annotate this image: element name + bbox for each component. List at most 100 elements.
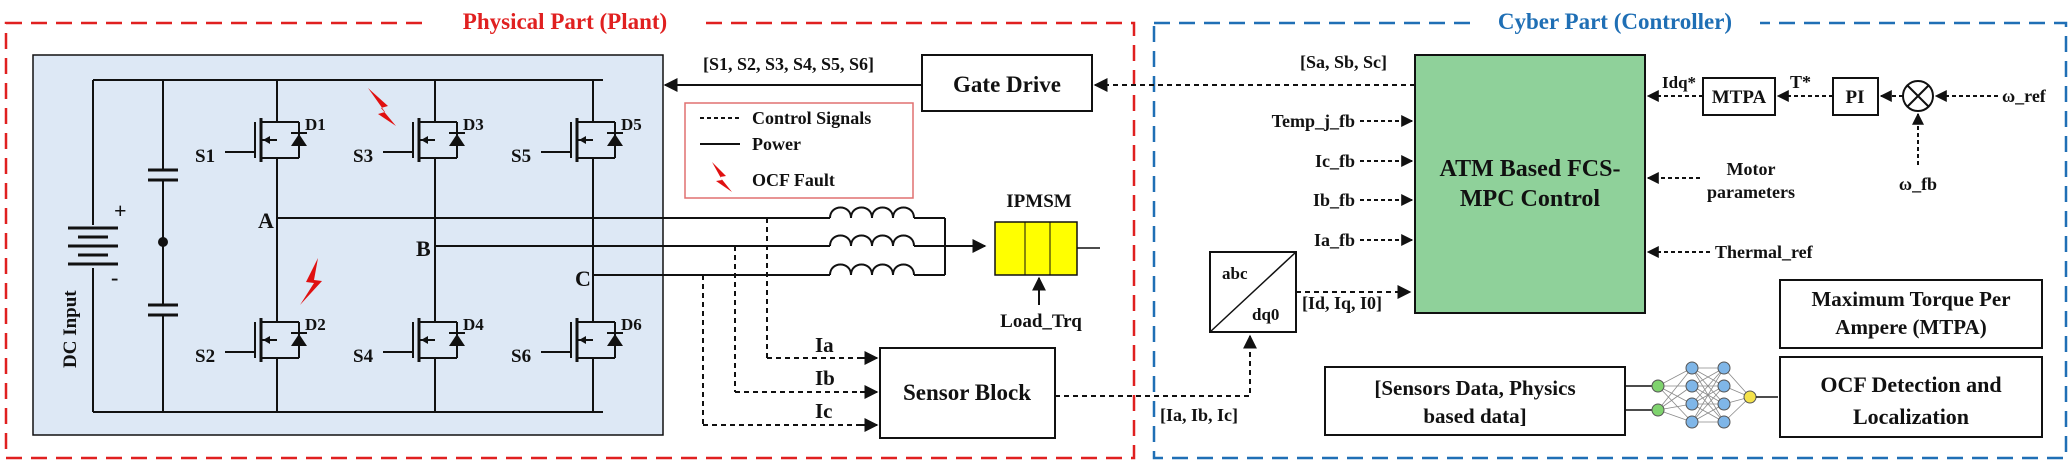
nn-node <box>1685 397 1699 411</box>
phase-a-label: A <box>258 208 274 233</box>
switch-label: S1 <box>195 146 215 167</box>
nn-edge <box>1691 367 1725 423</box>
ocf-box-line2: Localization <box>1853 404 1969 429</box>
nn-node <box>1685 415 1699 429</box>
cyber-title-bg <box>1470 6 1760 36</box>
ic-fb-label: Ic_fb <box>1315 151 1355 171</box>
physical-title-bg <box>430 6 700 36</box>
nn-node <box>1685 379 1699 393</box>
fault-lightning-icon-s2 <box>300 258 322 305</box>
switch-label: S6 <box>511 346 531 367</box>
nn-node <box>1743 390 1757 404</box>
capacitor-icons <box>148 168 178 317</box>
diode-label: D2 <box>305 315 326 334</box>
mtpa-info-box <box>1779 279 2043 349</box>
diode-icon <box>449 134 465 146</box>
nn-node <box>1685 361 1699 375</box>
motor-block <box>994 221 1078 276</box>
controller-block <box>1414 54 1646 314</box>
ia-fb-label: Ia_fb <box>1314 230 1355 250</box>
controller-title-line1: ATM Based FCS- <box>1440 156 1621 182</box>
ic-label: Ic <box>815 399 833 423</box>
switch-label: S3 <box>353 146 373 167</box>
switch-label: S4 <box>353 346 374 367</box>
legend-control-label: Control Signals <box>752 108 871 128</box>
diode-label: D4 <box>463 315 484 334</box>
diode-icon <box>607 334 623 346</box>
temp-fb-label: Temp_j_fb <box>1272 111 1355 131</box>
diode-label: D5 <box>621 115 642 134</box>
data-box <box>1324 366 1626 436</box>
legend-fault-label: OCF Fault <box>752 170 835 190</box>
idq-label: Idq* <box>1662 73 1696 92</box>
sensor-block-label: Sensor Block <box>903 380 1031 405</box>
nn-node <box>1651 379 1665 393</box>
torque-label: T* <box>1790 72 1811 92</box>
sum-cross-b <box>1906 84 1930 108</box>
diode-icon <box>291 134 307 146</box>
dc-input-label: DC Input <box>60 290 81 368</box>
data-box-line1: [Sensors Data, Physics <box>1374 376 1575 400</box>
nn-node <box>1717 379 1731 393</box>
inductor-coil-2 <box>829 234 915 248</box>
w-ref-label: ω_ref <box>2002 86 2047 106</box>
sensor-block <box>879 347 1056 439</box>
physical-title: Physical Part (Plant) <box>463 9 667 34</box>
sensor-out-label: [Ia, Ib, Ic] <box>1160 405 1238 425</box>
thermal-ref-label: Thermal_ref <box>1715 242 1814 262</box>
gate-signals-label: [S1, S2, S3, S4, S5, S6] <box>703 54 874 74</box>
dc-battery-icon <box>68 226 118 266</box>
inductor-coil-3 <box>829 263 915 277</box>
diode-label: D6 <box>621 315 642 334</box>
ia-label: Ia <box>815 333 834 357</box>
abc-dq0-diagonal <box>1209 251 1297 333</box>
ocf-box <box>1779 356 2043 438</box>
gate-drive-label: Gate Drive <box>953 72 1061 97</box>
mtpa-label: MTPA <box>1712 87 1767 108</box>
nn-node <box>1717 361 1731 375</box>
current-sense-arrowheads <box>860 351 879 432</box>
data-box-line2: based data] <box>1423 404 1526 428</box>
ocf-box-line1: OCF Detection and <box>1820 372 2001 397</box>
midpoint-node <box>158 237 168 247</box>
motor-name: IPMSM <box>1006 191 1072 212</box>
motor-params-line1: Motor <box>1727 159 1776 179</box>
nn-edge <box>1657 385 1693 423</box>
motor-feed <box>944 218 987 275</box>
phase-c-label: C <box>575 266 591 291</box>
nn-node <box>1717 397 1731 411</box>
legend-power-label: Power <box>752 134 801 154</box>
diode-label: D1 <box>305 115 326 134</box>
fault-lightning-icon-s3 <box>368 88 396 126</box>
switch-label: S2 <box>195 346 215 367</box>
current-sense-lines <box>702 218 873 426</box>
sensor-to-transform-line <box>1055 334 1257 397</box>
pi-block <box>1832 77 1879 116</box>
dq0-label: dq0 <box>1252 305 1279 324</box>
motor-params-line2: parameters <box>1707 182 1795 202</box>
ib-fb-label: Ib_fb <box>1313 190 1355 210</box>
controller-out-label: [Sa, Sb, Sc] <box>1300 52 1387 72</box>
diode-icon <box>291 334 307 346</box>
inductor-coils <box>829 206 915 277</box>
load-label: Load_Trq <box>1000 311 1082 332</box>
phase-b-label: B <box>416 236 431 261</box>
switch-label: S5 <box>511 146 531 167</box>
abc-label: abc <box>1222 264 1248 283</box>
diode-icon <box>449 334 465 346</box>
inductor-coil-1 <box>829 206 915 220</box>
cyber-title: Cyber Part (Controller) <box>1498 9 1732 34</box>
dc-minus: - <box>111 265 118 290</box>
pi-label: PI <box>1846 87 1865 108</box>
transform-out-label: [Id, Iq, I0] <box>1302 293 1382 313</box>
diode-icon <box>607 134 623 146</box>
nn-edge <box>1657 385 1693 411</box>
nn-node <box>1651 403 1665 417</box>
